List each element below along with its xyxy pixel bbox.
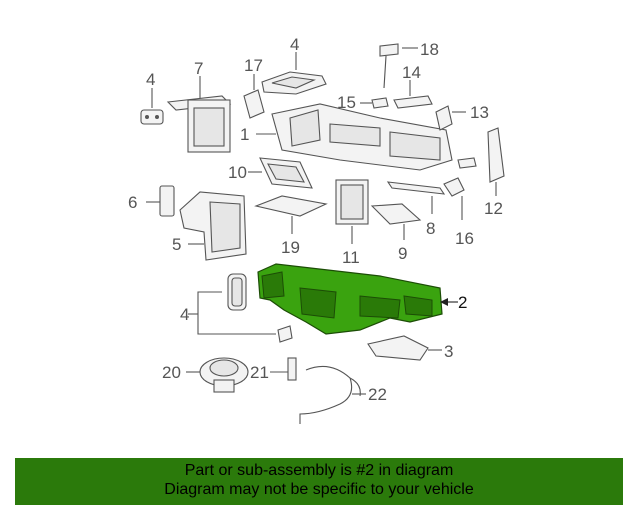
callout-22: 22 [368,385,387,404]
callout-1: 1 [240,125,249,144]
callout-7: 7 [194,59,203,78]
callout-18: 18 [420,40,439,59]
part-2-highlighted-case [257,263,458,335]
banner-line-2: Diagram may not be specific to your vehi… [164,481,474,498]
callout-16: 16 [455,229,474,248]
part-20-blower-motor [186,357,249,393]
callout-4-left: 4 [146,70,155,89]
info-banner: Part or sub-assembly is #2 in diagram Di… [15,458,623,505]
callout-4-lower: 4 [180,305,189,324]
part-10-filter [248,157,313,189]
part-4-clip [140,88,164,125]
part-21 [270,357,297,381]
part-11-evaporator [335,179,369,244]
banner-line-1: Part or sub-assembly is #2 in diagram [184,462,454,479]
callout-15: 15 [337,93,356,112]
part-9 [370,203,422,240]
part-8 [386,181,446,214]
callout-4-top: 4 [290,35,299,54]
part-16 [443,157,477,220]
part-15 [360,97,389,109]
callout-3: 3 [444,342,453,361]
part-7-heater-core [166,76,232,153]
part-19 [254,195,328,234]
callout-2: 2 [458,293,467,312]
callout-14: 14 [402,63,421,82]
callout-21: 21 [250,363,269,382]
part-4-seal [188,273,293,343]
part-1-hvac-housing [256,103,453,171]
callout-6: 6 [128,193,137,212]
part-4-gasket-top [261,52,327,95]
callout-10: 10 [228,163,247,182]
callout-12: 12 [484,199,503,218]
callout-9: 9 [398,244,407,263]
callout-20: 20 [162,363,181,382]
part-13 [435,105,466,131]
callout-17: 17 [244,56,263,75]
callout-5: 5 [172,235,181,254]
part-22-wire-harness [299,365,366,424]
part-5-blower-housing [179,191,247,261]
part-14 [393,80,433,109]
callout-13: 13 [470,103,489,122]
parts-diagram: 4 4 7 17 1 18 14 [128,35,505,424]
part-12-duct [487,127,505,196]
callout-19: 19 [281,238,300,257]
callout-11: 11 [342,248,360,267]
part-18-sensor [379,43,418,89]
callout-8: 8 [426,219,435,238]
part-3 [367,335,442,361]
part-6 [146,185,175,217]
part-17 [243,74,265,119]
